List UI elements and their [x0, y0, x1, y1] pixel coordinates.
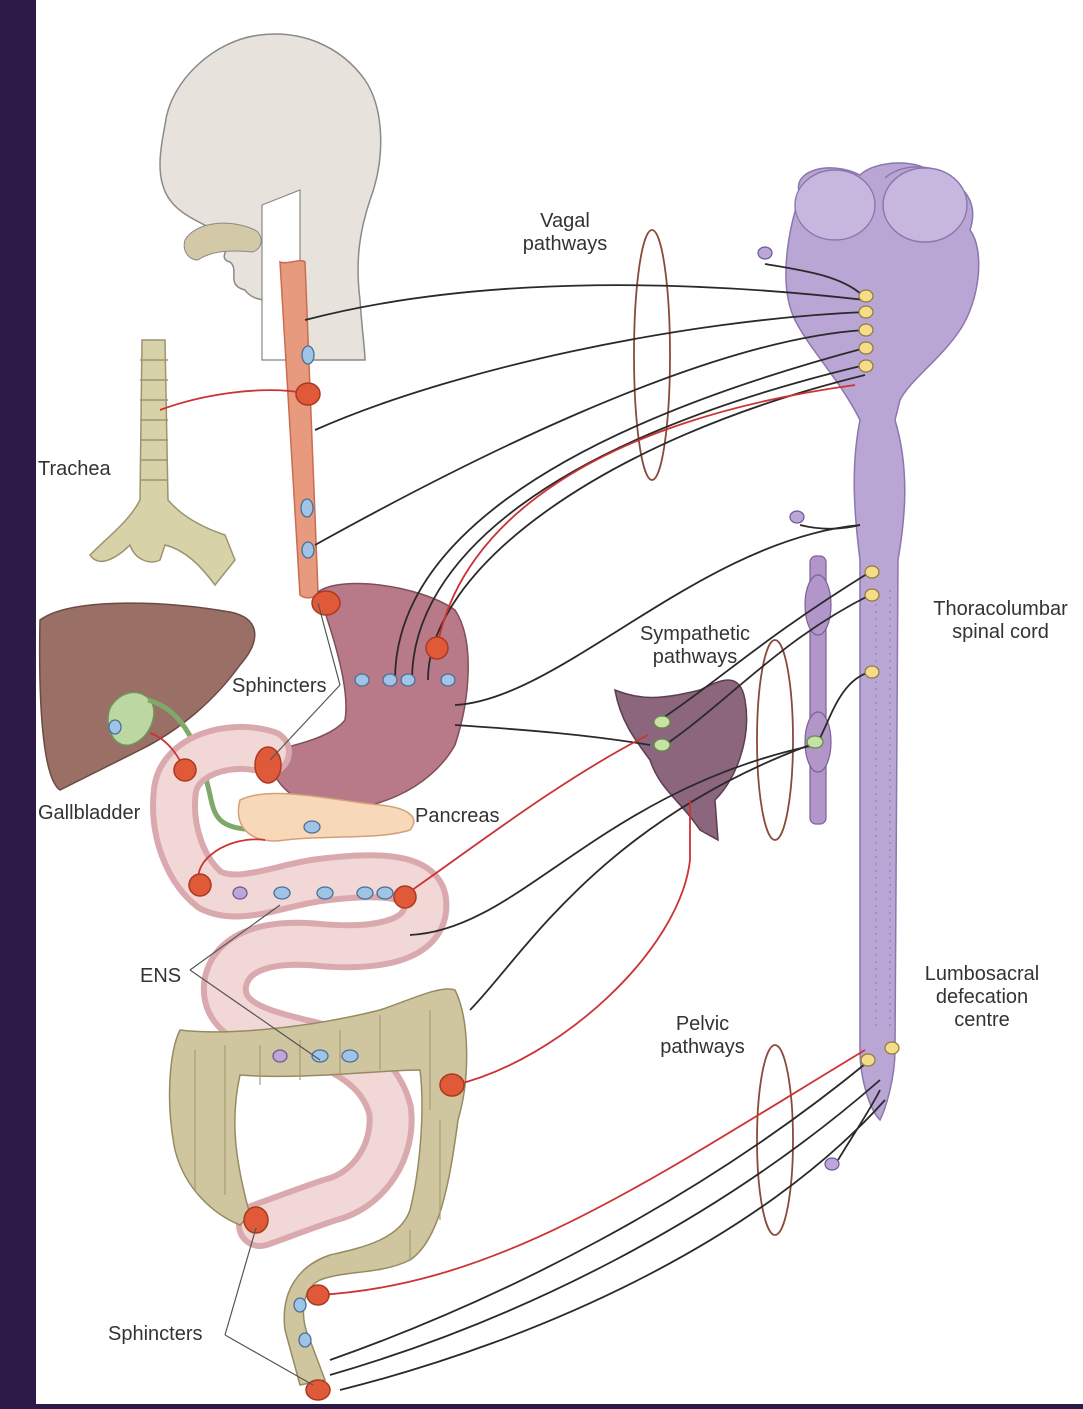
label-lumbosacral-defecation-centre: Lumbosacral defecation centre: [912, 963, 1052, 1032]
label-ens: ENS: [140, 965, 181, 988]
label-gallbladder: Gallbladder: [38, 802, 140, 825]
label-pancreas: Pancreas: [415, 805, 500, 828]
label-pelvic-pathways: Pelvic pathways: [645, 1013, 760, 1059]
label-thoracolumbar-spinal-cord: Thoracolumbar spinal cord: [918, 598, 1083, 644]
label-sympathetic-pathways: Sympathetic pathways: [630, 623, 760, 669]
label-sphincters-upper: Sphincters: [232, 675, 327, 698]
label-trachea: Trachea: [38, 458, 111, 481]
label-sphincters-lower: Sphincters: [108, 1323, 203, 1346]
label-vagal-pathways: Vagal pathways: [510, 210, 620, 256]
